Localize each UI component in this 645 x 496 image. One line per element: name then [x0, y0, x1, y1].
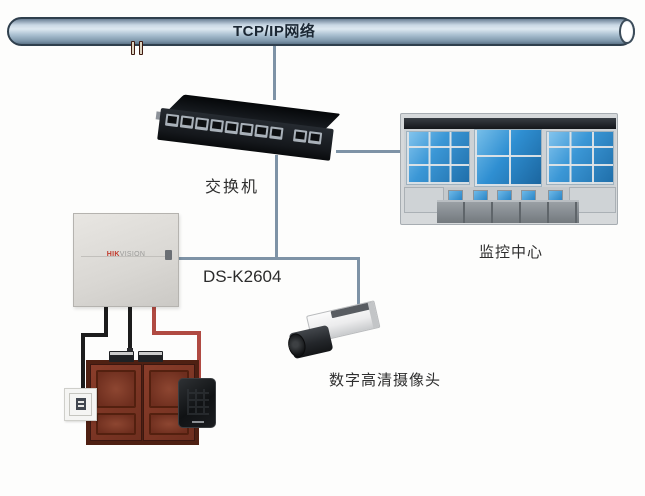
- controller-port-emblem: [165, 250, 172, 260]
- exit-button-plate: [69, 393, 92, 416]
- tcpip-network-bus: TCP/IP网络: [7, 17, 635, 46]
- hikvision-logo: HIKVISION: [98, 251, 154, 258]
- door-handle: [131, 41, 135, 55]
- logo-text-gray: VISION: [119, 251, 146, 258]
- door-panel: [96, 413, 136, 435]
- rj45-port: [239, 122, 254, 137]
- port-group-gap: [285, 128, 294, 130]
- video-wall-right-grid: [546, 131, 614, 185]
- control-room-header-bar: [404, 118, 616, 129]
- rj45-port: [224, 120, 239, 135]
- door-handle: [139, 41, 143, 55]
- network-bus-label: TCP/IP网络: [233, 23, 316, 40]
- magnetic-lock-icon: [107, 348, 165, 362]
- camera-label: 数字高清摄像头: [329, 372, 442, 389]
- console-desk: [437, 200, 579, 223]
- controller-label: DS-K2604: [203, 267, 282, 286]
- video-wall: [404, 129, 616, 187]
- door-leaf-left: [90, 364, 142, 441]
- card-reader-brand-mark: [192, 421, 204, 423]
- maglock-block: [138, 351, 163, 362]
- rj45-uplink-port: [292, 129, 308, 143]
- rj45-port: [269, 126, 284, 140]
- switch-label: 交换机: [205, 179, 260, 196]
- wire-controller-to-exit-button: [81, 306, 108, 391]
- card-reader-keypad: [187, 389, 209, 415]
- rj45-port: [209, 119, 224, 133]
- exit-button-glyph: [76, 398, 86, 410]
- rj45-port: [194, 117, 210, 131]
- rj45-port: [179, 115, 195, 129]
- pipe-opening: [619, 19, 635, 44]
- video-wall-left-grid: [406, 131, 470, 185]
- monitoring-center-label: 监控中心: [479, 244, 544, 261]
- maglock-wire-stub: [127, 348, 133, 353]
- maglock-block: [109, 351, 134, 362]
- exit-button-icon: [64, 388, 97, 421]
- wire-controller-to-card-reader: [152, 306, 201, 380]
- card-reader-icon: [178, 378, 216, 428]
- video-wall-center-grid: [474, 129, 542, 187]
- door-panel: [96, 370, 136, 408]
- monitoring-center-icon: [400, 113, 618, 225]
- controller-seam: [81, 256, 171, 257]
- rj45-uplink-port: [307, 131, 323, 145]
- access-controller-icon: HIKVISION: [73, 213, 179, 307]
- logo-text-red: HIK: [106, 251, 120, 258]
- rj45-port: [254, 124, 269, 139]
- rj45-port: [164, 113, 180, 128]
